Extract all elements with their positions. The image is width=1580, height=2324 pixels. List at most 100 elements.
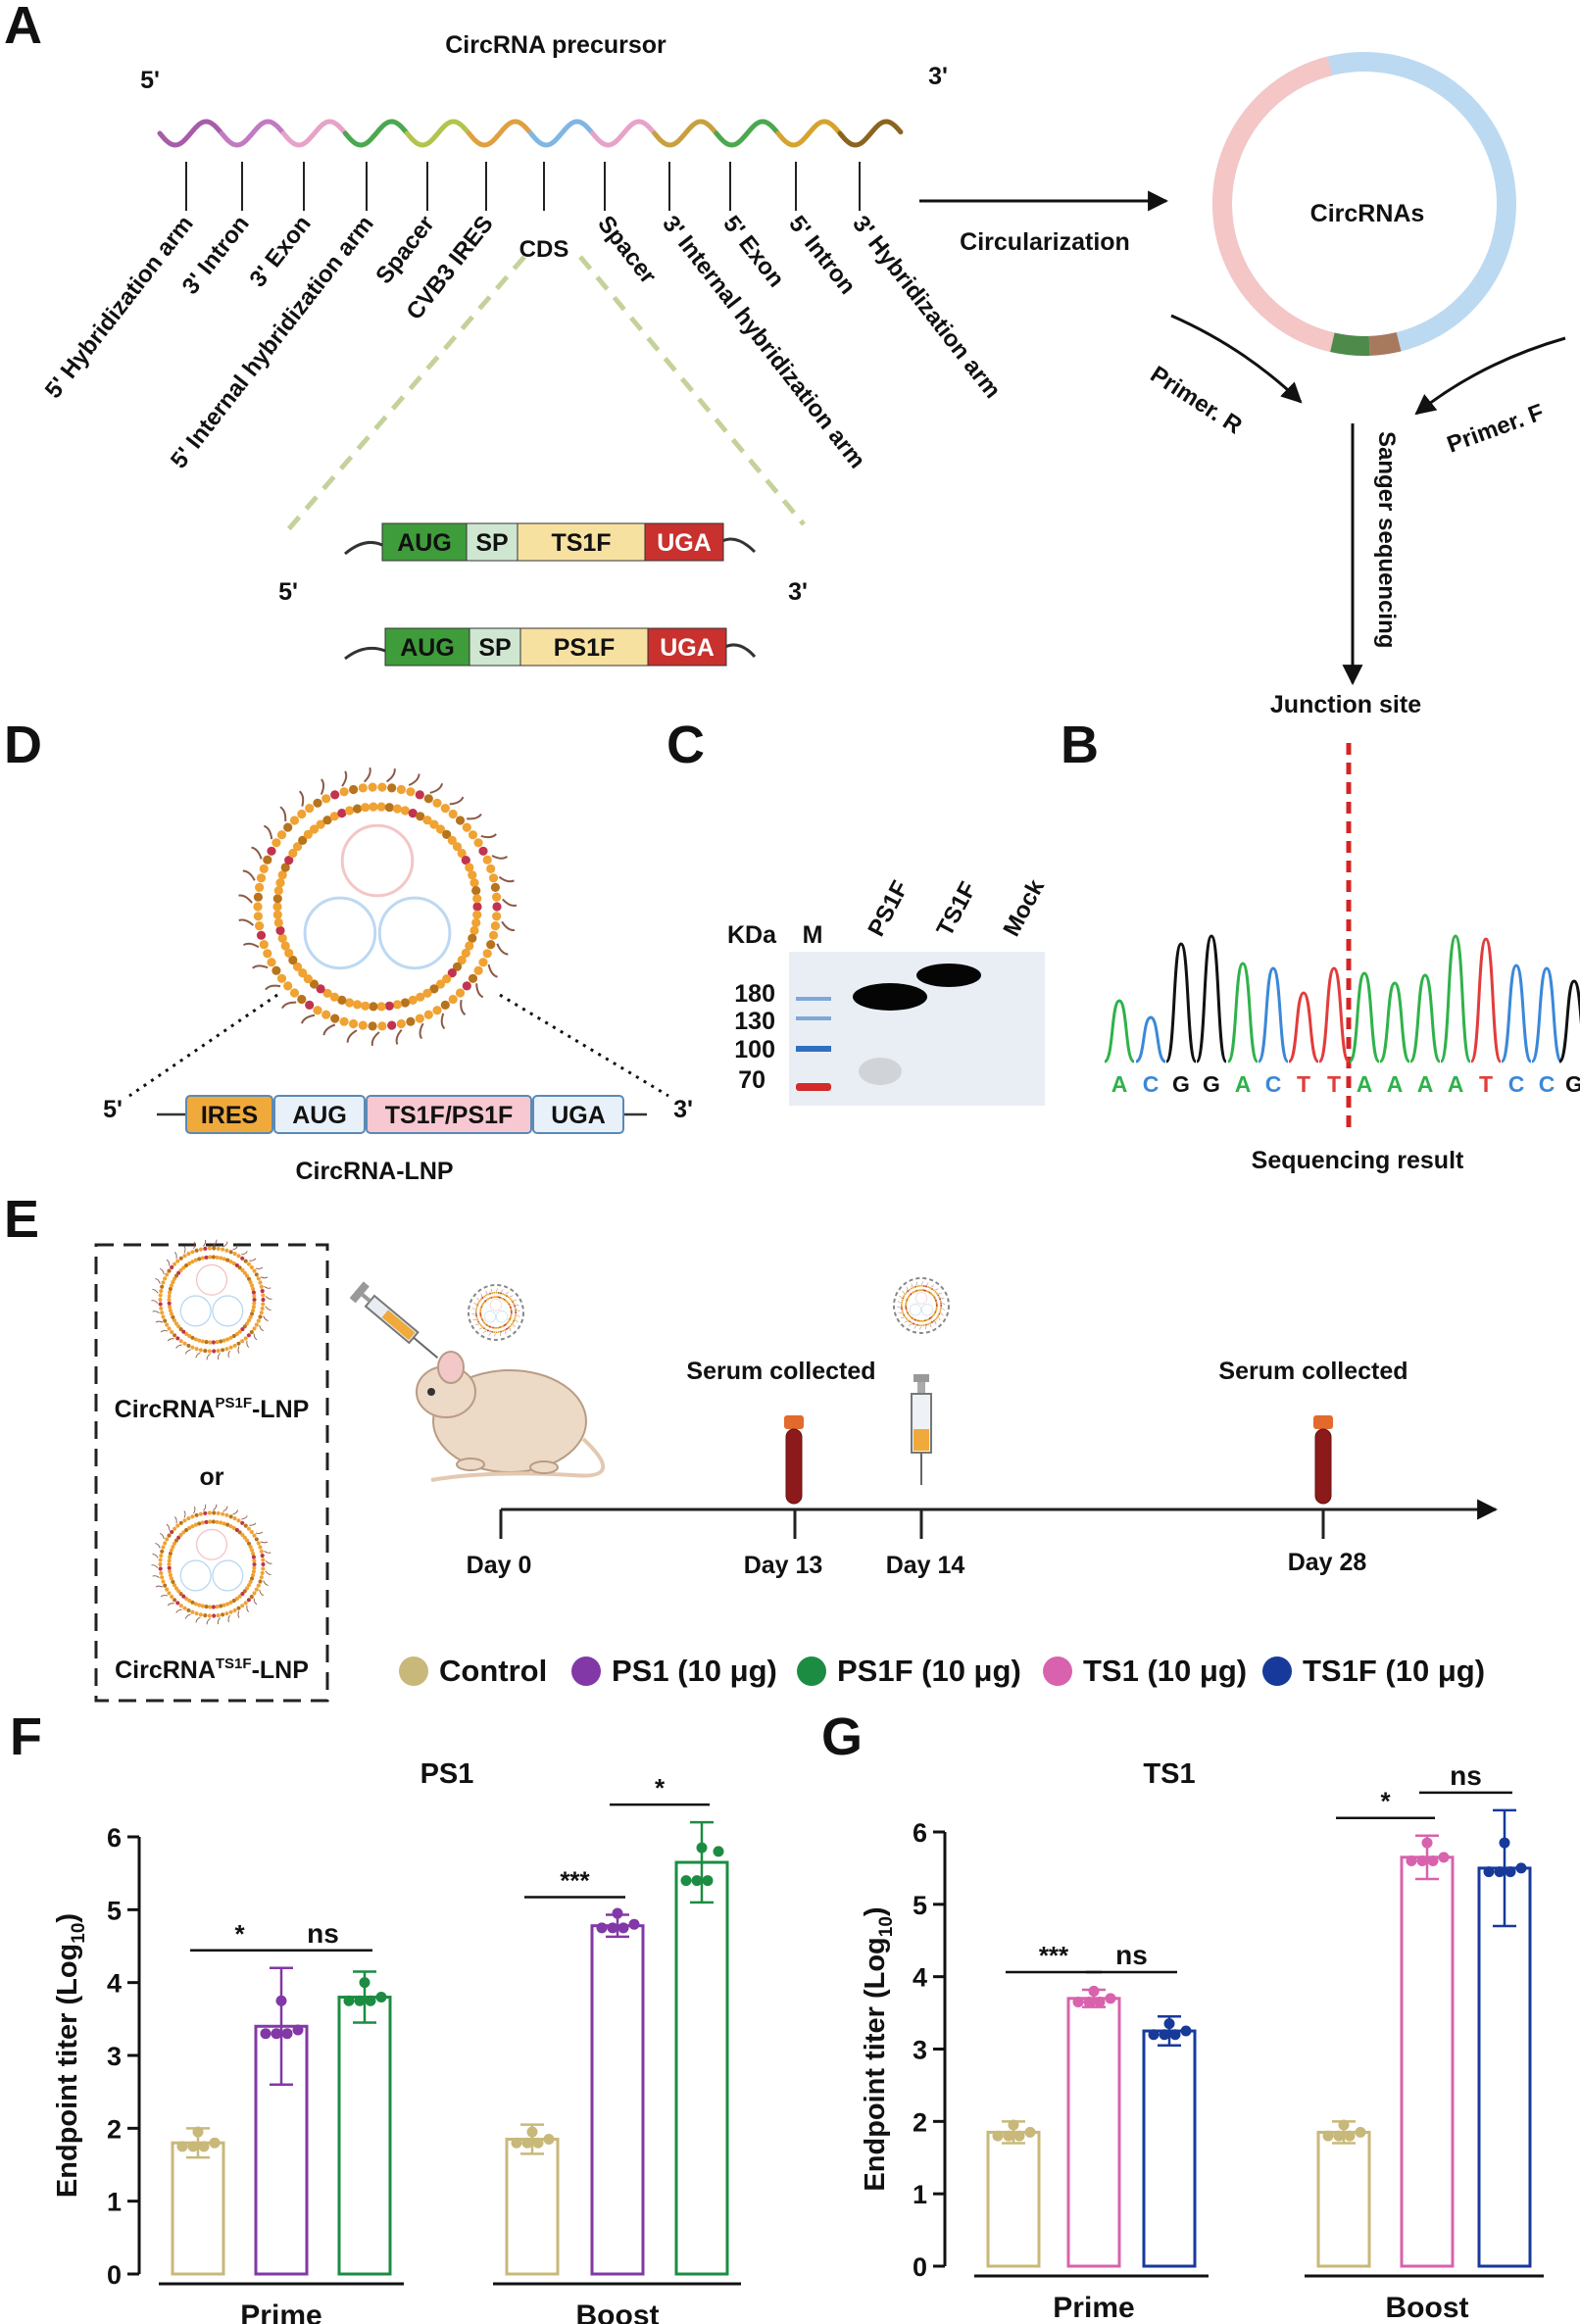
lipid-head [505,1327,509,1330]
lipid-head [913,1317,915,1320]
lipid-head [275,878,285,888]
peg-chain [184,1613,191,1619]
lipid-head [929,1316,933,1319]
lipid-head [913,1318,916,1321]
peg-chain [942,1308,946,1310]
lipid-head [168,1290,173,1295]
lipid-head [172,1583,177,1588]
lipid-head [167,1565,172,1570]
lipid-head [204,1605,209,1609]
lipid-head [252,1565,257,1570]
lipid-head [503,1298,506,1301]
lipid-head [224,1512,229,1517]
peg-chain [495,1288,498,1292]
y-tick-label: 6 [107,1823,122,1853]
peg-chain [238,894,253,904]
data-point [1159,2029,1170,2041]
data-point [343,1995,355,2006]
lipid-head [231,1525,236,1531]
chromatogram-peak [1469,937,1503,1063]
lipid-head [922,1323,925,1327]
chromatogram-peak [1439,934,1472,1063]
lipid-head [173,1321,179,1326]
data-point [1416,1855,1428,1867]
peg-chain [298,790,305,807]
data-point [1344,2130,1356,2142]
lipid-head [272,910,282,919]
lipid-head [261,1293,266,1298]
peg-chain [386,767,396,783]
data-point [375,1992,387,2003]
lipid-head [934,1299,937,1302]
lipid-head [507,1302,510,1305]
lipid-head [169,1311,174,1316]
lipid-head [198,1348,203,1353]
lipid-head [905,1317,908,1320]
lipid-head [509,1316,512,1319]
lipid-head [505,1295,509,1298]
rna-wave-segment [342,119,409,148]
lipid-head [200,1256,205,1261]
data-point [1094,1997,1106,2008]
marker-band-70 [796,1083,831,1091]
chromatogram-peak [1103,999,1136,1063]
lipid-head [297,809,307,819]
lipid-head [479,1310,482,1313]
data-point [992,2130,1004,2142]
lipid-head [447,835,457,846]
lipid-head [900,1306,903,1309]
peg-chain [151,1564,159,1568]
peg-chain [260,1276,269,1279]
uga-text: UGA [551,1102,606,1129]
sanger-label: Sanger sequencing [1373,431,1400,648]
bar [1316,2130,1371,2268]
lipid-head [432,1006,442,1015]
lipid-head [905,1302,908,1305]
lipid-head [160,1575,165,1580]
y-tick-label: 0 [913,2252,927,2282]
lipid-head [479,1324,482,1327]
peg-chain [496,943,509,956]
lipid-head [906,1310,909,1312]
lipid-head [495,1291,498,1294]
lipid-head [497,1330,500,1334]
lipid-head [169,1576,174,1581]
lipid-head [170,1329,174,1335]
lnp-zoom-right [499,993,669,1098]
lipid-head [243,1259,248,1263]
lipid-head [440,804,450,814]
lipid-head [246,1526,251,1531]
lipid-head [246,1276,252,1281]
lipid-head [160,1284,165,1289]
lipid-head [160,1549,165,1554]
lipid-head [457,955,467,965]
lipid-head [244,1538,250,1543]
lipid-head [242,1589,247,1594]
lipid-head [276,830,287,840]
lipid-head [275,925,285,936]
peg-chain [265,1296,272,1300]
lipid-head [913,1323,917,1326]
lipid-head [492,892,502,902]
lnp-ts1f-label: CircRNATS1F-LNP [115,1656,309,1684]
y-tick-label: 4 [913,1963,927,1993]
lipid-head [432,798,442,808]
lipid-head [158,1561,163,1567]
peg-chain [494,1333,497,1337]
peg-chain [183,1246,186,1254]
sequence-base: A [1111,1071,1128,1097]
panel-a: A CircRNA precursor 5' 3' 5' Hybridizati… [4,0,1566,718]
serum-label-1: Serum collected [686,1358,875,1385]
peg-chain [902,1290,905,1294]
lipid-head [284,948,294,959]
region-label: 5' Intron [783,211,861,299]
lipid-head [159,1306,164,1310]
lipid-head [190,1609,195,1614]
lipid-head [349,784,359,795]
lipid-head [509,1297,512,1300]
lipid-head [422,988,432,998]
lipid-head [482,1295,486,1298]
